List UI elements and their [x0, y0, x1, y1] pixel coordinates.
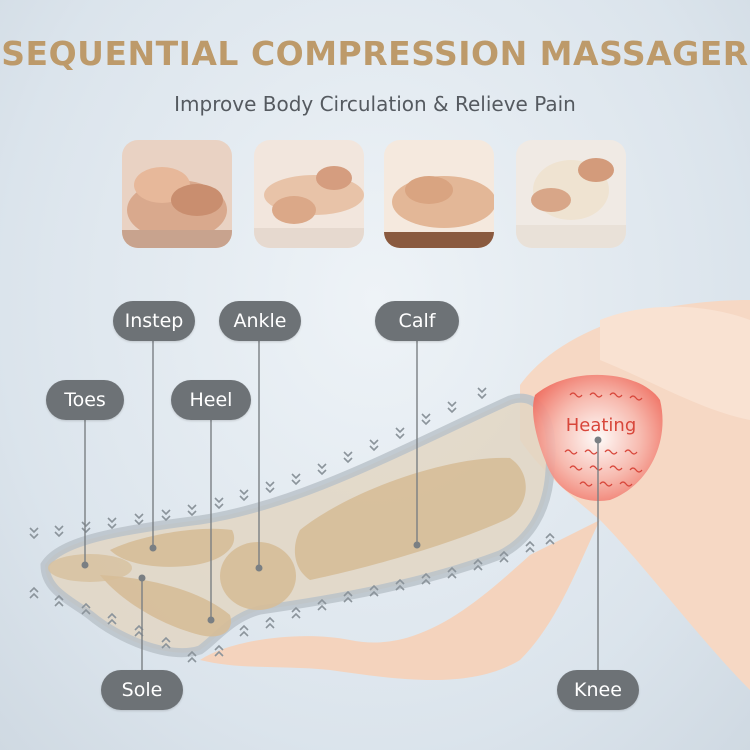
heat-wave-marks [564, 392, 643, 487]
calf-chamber [294, 457, 526, 580]
label-instep: Instep [113, 301, 195, 341]
second-leg-shape [600, 306, 750, 420]
instep-chamber [110, 528, 235, 567]
label-toes: Toes [46, 380, 124, 420]
foot-massage-photo [122, 140, 232, 248]
label-heel: Heel [171, 380, 251, 420]
label-leader-lines [84, 341, 599, 670]
label-ankle: Ankle [219, 301, 301, 341]
pressure-arrows-top [29, 387, 487, 540]
page-subtitle: Improve Body Circulation & Relieve Pain [174, 92, 576, 116]
thigh-massage-photo [384, 140, 494, 248]
label-knee: Knee [557, 670, 639, 710]
lower-leg-shape [200, 520, 600, 680]
pressure-arrows-bottom [29, 532, 555, 663]
massage-photo-row [122, 140, 632, 248]
leader-dots [81, 436, 602, 624]
label-sole: Sole [101, 670, 183, 710]
toes-chamber [48, 554, 132, 582]
knee-massage-photo [516, 140, 626, 248]
heating-label: Heating [565, 415, 637, 436]
label-calf: Calf [375, 301, 459, 341]
sole-chamber [100, 575, 231, 637]
page-title: SEQUENTIAL COMPRESSION MASSAGER [1, 34, 749, 73]
ankle-chamber [220, 542, 296, 610]
calf-massage-photo [254, 140, 364, 248]
